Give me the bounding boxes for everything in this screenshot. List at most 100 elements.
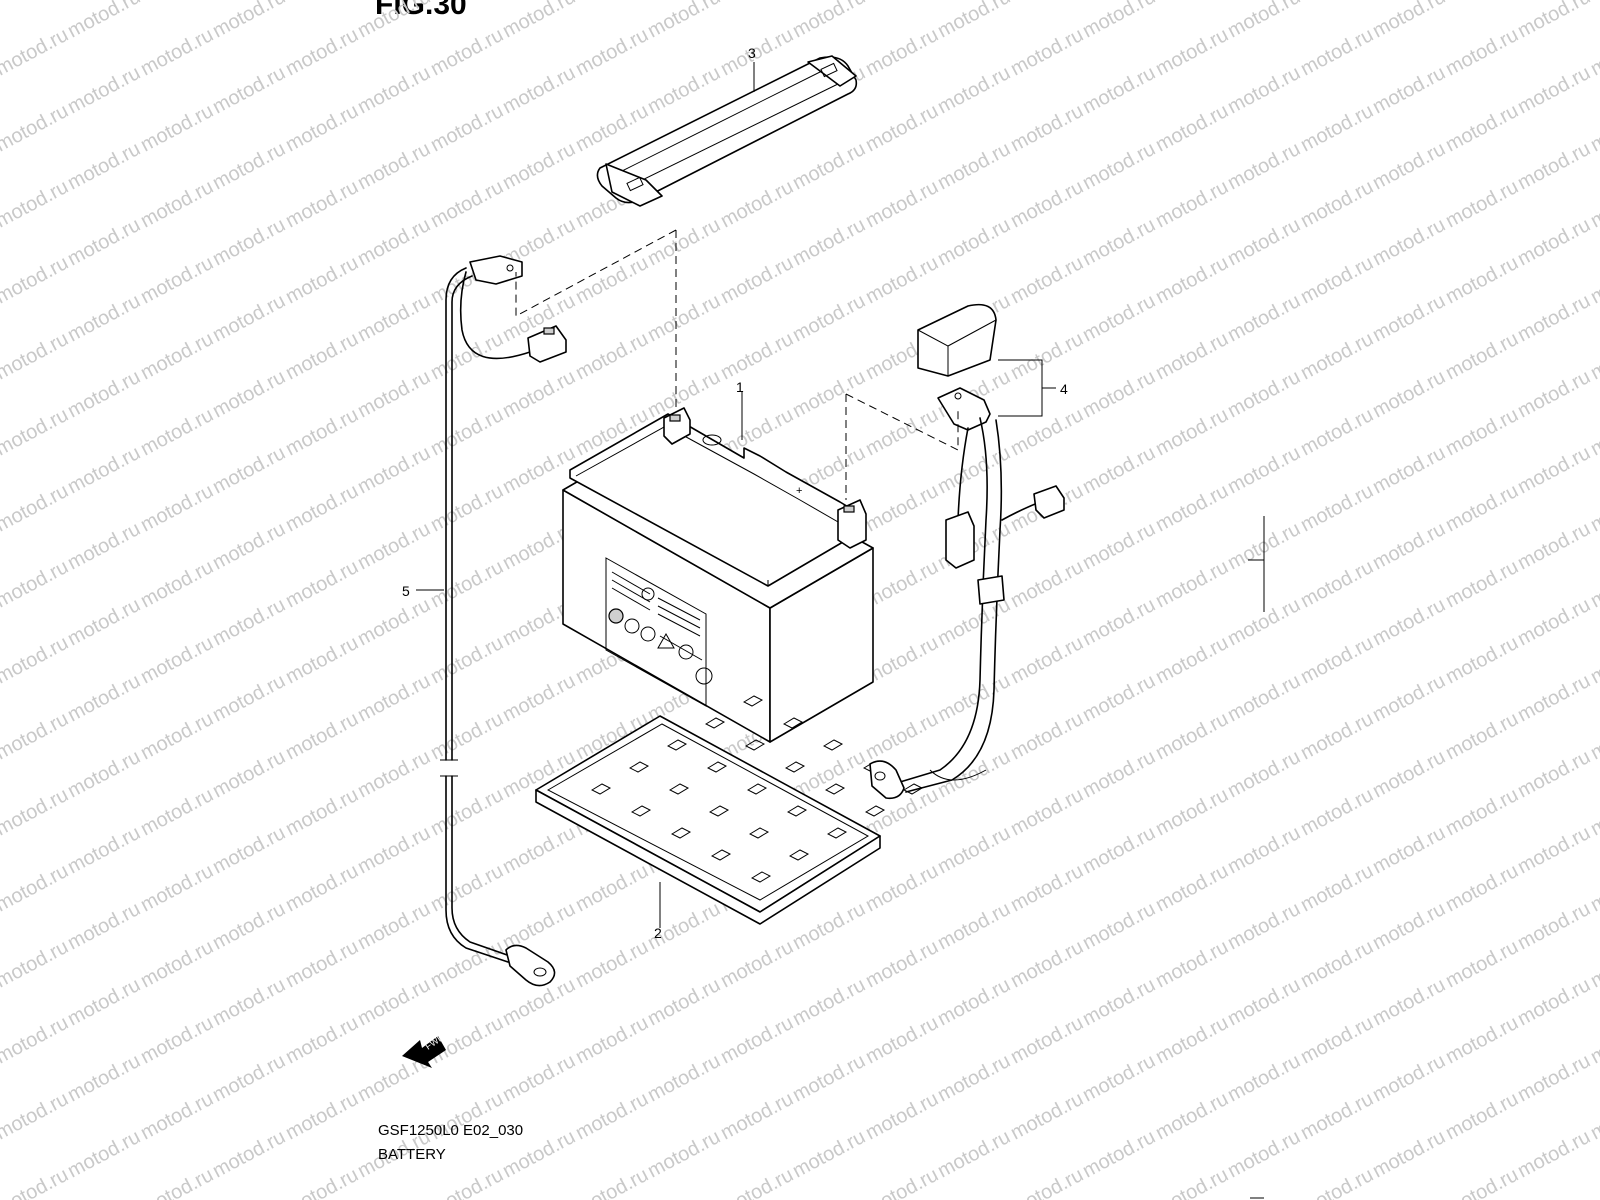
watermark-text: motod.ru (427, 556, 507, 612)
watermark-text: motod.ru (1369, 0, 1449, 42)
watermark-text: motod.ru (354, 366, 434, 422)
watermark-text: motod.ru (717, 252, 797, 308)
watermark-text: motod.ru (137, 556, 217, 612)
watermark-text: motod.ru (1297, 936, 1377, 992)
watermark-text: motod.ru (717, 176, 797, 232)
watermark-text: motod.ru (0, 176, 72, 232)
watermark-text: motod.ru (1007, 0, 1087, 4)
watermark-text: motod.ru (209, 290, 289, 346)
watermark-text: motod.ru (862, 404, 942, 460)
watermark-text: motod.ru (64, 1126, 144, 1182)
watermark-text: motod.ru (1442, 1164, 1522, 1200)
watermark-text: motod.ru (1007, 860, 1087, 916)
figure-code: GSF1250L0 E02_030 (378, 1122, 524, 1139)
watermark-text: motod.ru (1079, 138, 1159, 194)
watermark-text: motod.ru (64, 442, 144, 498)
watermark-text: motod.ru (64, 670, 144, 726)
watermark-text: motod.ru (282, 0, 362, 4)
watermark-text: motod.ru (717, 936, 797, 992)
watermark-text: motod.ru (137, 252, 217, 308)
watermark-text: motod.ru (1007, 176, 1087, 232)
watermark-text: motod.ru (427, 404, 507, 460)
watermark-text: motod.ru (1224, 670, 1304, 726)
callout-4: 4 (1060, 381, 1068, 397)
watermark-text: motod.ru (934, 746, 1014, 802)
watermark-text: motod.ru (1079, 62, 1159, 118)
watermark-text: motod.ru (1224, 138, 1304, 194)
watermark-text: motod.ru (717, 1164, 797, 1200)
watermark-text: motod.ru (1514, 366, 1594, 422)
watermark-text: motod.ru (427, 1164, 507, 1200)
watermark-text: motod.ru (1297, 328, 1377, 384)
watermark-text: motod.ru (572, 860, 652, 916)
watermark-text: motod.ru (0, 936, 72, 992)
watermark-text: motod.ru (934, 594, 1014, 650)
watermark-text: motod.ru (137, 708, 217, 764)
watermark-text: motod.ru (209, 822, 289, 878)
watermark-text: motod.ru (572, 328, 652, 384)
watermark-text: motod.ru (1152, 24, 1232, 80)
watermark-text: motod.ru (1369, 1126, 1449, 1182)
watermark-text: motod.ru (644, 1050, 724, 1106)
part-4-positive-cable[interactable] (869, 303, 1065, 800)
tray-slot (744, 739, 766, 751)
watermark-text: motod.ru (137, 0, 217, 4)
watermark-text: motod.ru (282, 100, 362, 156)
watermark-text: motod.ru (0, 1164, 72, 1200)
watermark-text: motod.ru (354, 594, 434, 650)
watermark-text: motod.ru (1442, 1012, 1522, 1068)
watermark-text: motod.ru (209, 366, 289, 422)
watermark-text: motod.ru (1224, 0, 1304, 42)
watermark-text: motod.ru (427, 0, 507, 4)
watermark-text: motod.ru (209, 442, 289, 498)
watermark-text: motod.ru (64, 594, 144, 650)
watermark-text: motod.ru (644, 62, 724, 118)
watermark-text: motod.ru (1442, 784, 1522, 840)
watermark-text: motod.ru (1514, 442, 1594, 498)
watermark-text: motod.ru (427, 24, 507, 80)
watermark-text: motod.ru (1224, 290, 1304, 346)
watermark-text: motod.ru (427, 860, 507, 916)
figure-name: BATTERY (378, 1146, 446, 1163)
tray-slot (666, 739, 688, 751)
tray-slot (706, 761, 728, 773)
watermark-text: motod.ru (1007, 100, 1087, 156)
watermark-text: motod.ru (1514, 0, 1594, 42)
part-5-negative-cable[interactable] (440, 255, 567, 987)
watermark-text: motod.ru (209, 62, 289, 118)
watermark-text: motod.ru (1369, 898, 1449, 954)
watermark-text: motod.ru (1224, 898, 1304, 954)
watermark-text: motod.ru (1224, 366, 1304, 422)
watermark-text: motod.ru (1079, 366, 1159, 422)
watermark-text: motod.ru (282, 404, 362, 460)
watermark-text: motod.ru (1514, 290, 1594, 346)
tray-slot (748, 827, 770, 839)
watermark-text: motod.ru (209, 670, 289, 726)
watermark-text: motod.ru (1079, 822, 1159, 878)
tray-slot (670, 827, 692, 839)
watermark-text: motod.ru (1297, 1164, 1377, 1200)
watermark-text: motod.ru (1079, 442, 1159, 498)
watermark-text: motod.ru (1224, 1126, 1304, 1182)
watermark-text: motod.ru (1152, 328, 1232, 384)
watermark-text: motod.ru (1152, 1164, 1232, 1200)
watermark-text: motod.ru (354, 746, 434, 802)
watermark-text: motod.ru (209, 594, 289, 650)
tray-slot (668, 783, 690, 795)
watermark-text: motod.ru (64, 290, 144, 346)
watermark-text: motod.ru (1514, 1126, 1594, 1182)
part-1-battery[interactable]: + (562, 407, 874, 743)
watermark-text: motod.ru (1297, 252, 1377, 308)
watermark-text: motod.ru (1442, 632, 1522, 688)
watermark-text: motod.ru (1152, 556, 1232, 612)
watermark-text: motod.ru (934, 822, 1014, 878)
watermark-text: motod.ru (64, 214, 144, 270)
part-2-tray[interactable] (535, 695, 924, 925)
watermark-text: motod.ru (137, 404, 217, 460)
tray-slot (742, 695, 764, 707)
watermark-text: motod.ru (0, 784, 72, 840)
watermark-text: motod.ru (1079, 0, 1159, 42)
part-3-strap[interactable] (596, 55, 858, 207)
watermark-text: motod.ru (1297, 100, 1377, 156)
watermark-text: motod.ru (0, 632, 72, 688)
